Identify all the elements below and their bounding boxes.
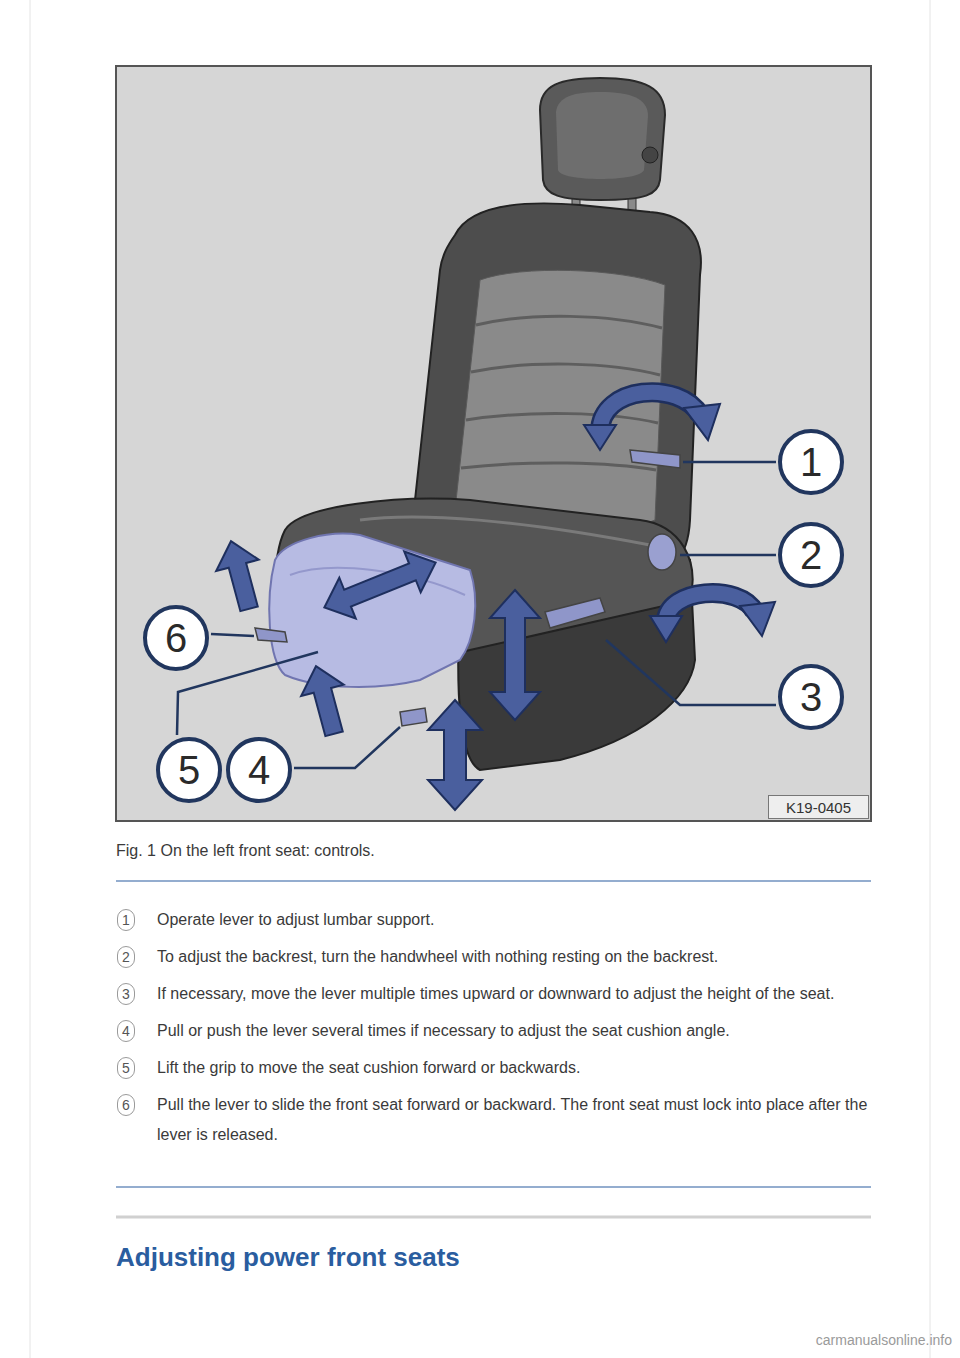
step-text: Pull or push the lever several times if … (157, 1016, 871, 1046)
rule-line (116, 880, 871, 881)
callout-number: 5 (156, 737, 222, 803)
angle-arrow (428, 700, 482, 810)
section-divider (116, 1216, 871, 1219)
height-arrow (490, 590, 540, 720)
callout-number: 1 (778, 429, 844, 495)
step-text: To adjust the backrest, turn the handwhe… (157, 942, 871, 972)
page-margin (30, 0, 31, 1358)
arrow-head (650, 616, 682, 642)
node-text: 1 (800, 440, 822, 484)
node-text: 4 (248, 748, 270, 792)
callout-number: 3 (778, 664, 844, 730)
node-text: 3 (122, 986, 130, 1002)
node-text: K19-0405 (786, 799, 851, 816)
leader-line (211, 634, 254, 636)
motion-arrows (210, 392, 775, 810)
lumbar-lever (630, 450, 680, 468)
node-text: 3 (800, 675, 822, 719)
seam (471, 364, 660, 375)
node-text: 6 (122, 1097, 130, 1113)
step-text: Lift the grip to move the seat cushion f… (157, 1053, 871, 1083)
thigh-extension (269, 534, 475, 687)
list-number: 5 (117, 1057, 135, 1079)
seam (461, 463, 656, 470)
callout-number: 6 (143, 605, 209, 671)
seam (476, 316, 662, 328)
leader-lines (177, 462, 776, 768)
watermark: carmanualsonline.info (700, 1330, 952, 1350)
node-text: 6 (165, 616, 187, 660)
node-text: 2 (800, 533, 822, 577)
headrest (540, 78, 665, 200)
figure-code-box: K19-0405 (768, 795, 869, 819)
node-text: 5 (178, 748, 200, 792)
slide-arrow (316, 542, 444, 628)
section-heading: Adjusting power front seats (116, 1240, 871, 1274)
node-text: 2 (122, 949, 130, 965)
callout-number: 2 (778, 522, 844, 588)
callout-number: 4 (226, 737, 292, 803)
height-lever (545, 598, 605, 628)
headrest-face (556, 92, 648, 179)
seam (466, 414, 658, 423)
list-number: 1 (117, 909, 135, 931)
figure-caption: Fig. 1 On the left front seat: controls. (116, 840, 871, 862)
leader-line (606, 640, 776, 705)
headrest-button (642, 147, 658, 163)
list-number: 4 (117, 1020, 135, 1042)
node-text: 5 (122, 1060, 130, 1076)
node-text: 4 (122, 1023, 130, 1039)
leader-line (177, 652, 318, 735)
handwheel (648, 534, 676, 570)
step-text: Operate lever to adjust lumbar support. (157, 905, 871, 935)
list-number: 2 (117, 946, 135, 968)
arrow-head (684, 404, 720, 440)
list-number: 6 (117, 1094, 135, 1116)
leader-line (294, 727, 400, 768)
lift-arrow (295, 660, 356, 739)
lift-arrow (210, 535, 271, 614)
figure-frame (116, 66, 871, 821)
slide-lever (255, 628, 287, 642)
seam (360, 517, 650, 545)
step-text: If necessary, move the lever multiple ti… (157, 979, 871, 1009)
arrow-head (740, 602, 775, 636)
list-number: 3 (117, 983, 135, 1005)
leader-line (680, 554, 776, 557)
leader-line (683, 461, 776, 464)
rule-line (116, 1186, 871, 1187)
arrow-head (584, 425, 616, 450)
page-margin (930, 0, 931, 1358)
node-text: 1 (122, 912, 130, 928)
step-text: Pull the lever to slide the front seat f… (157, 1090, 871, 1150)
angle-lever (400, 708, 427, 726)
